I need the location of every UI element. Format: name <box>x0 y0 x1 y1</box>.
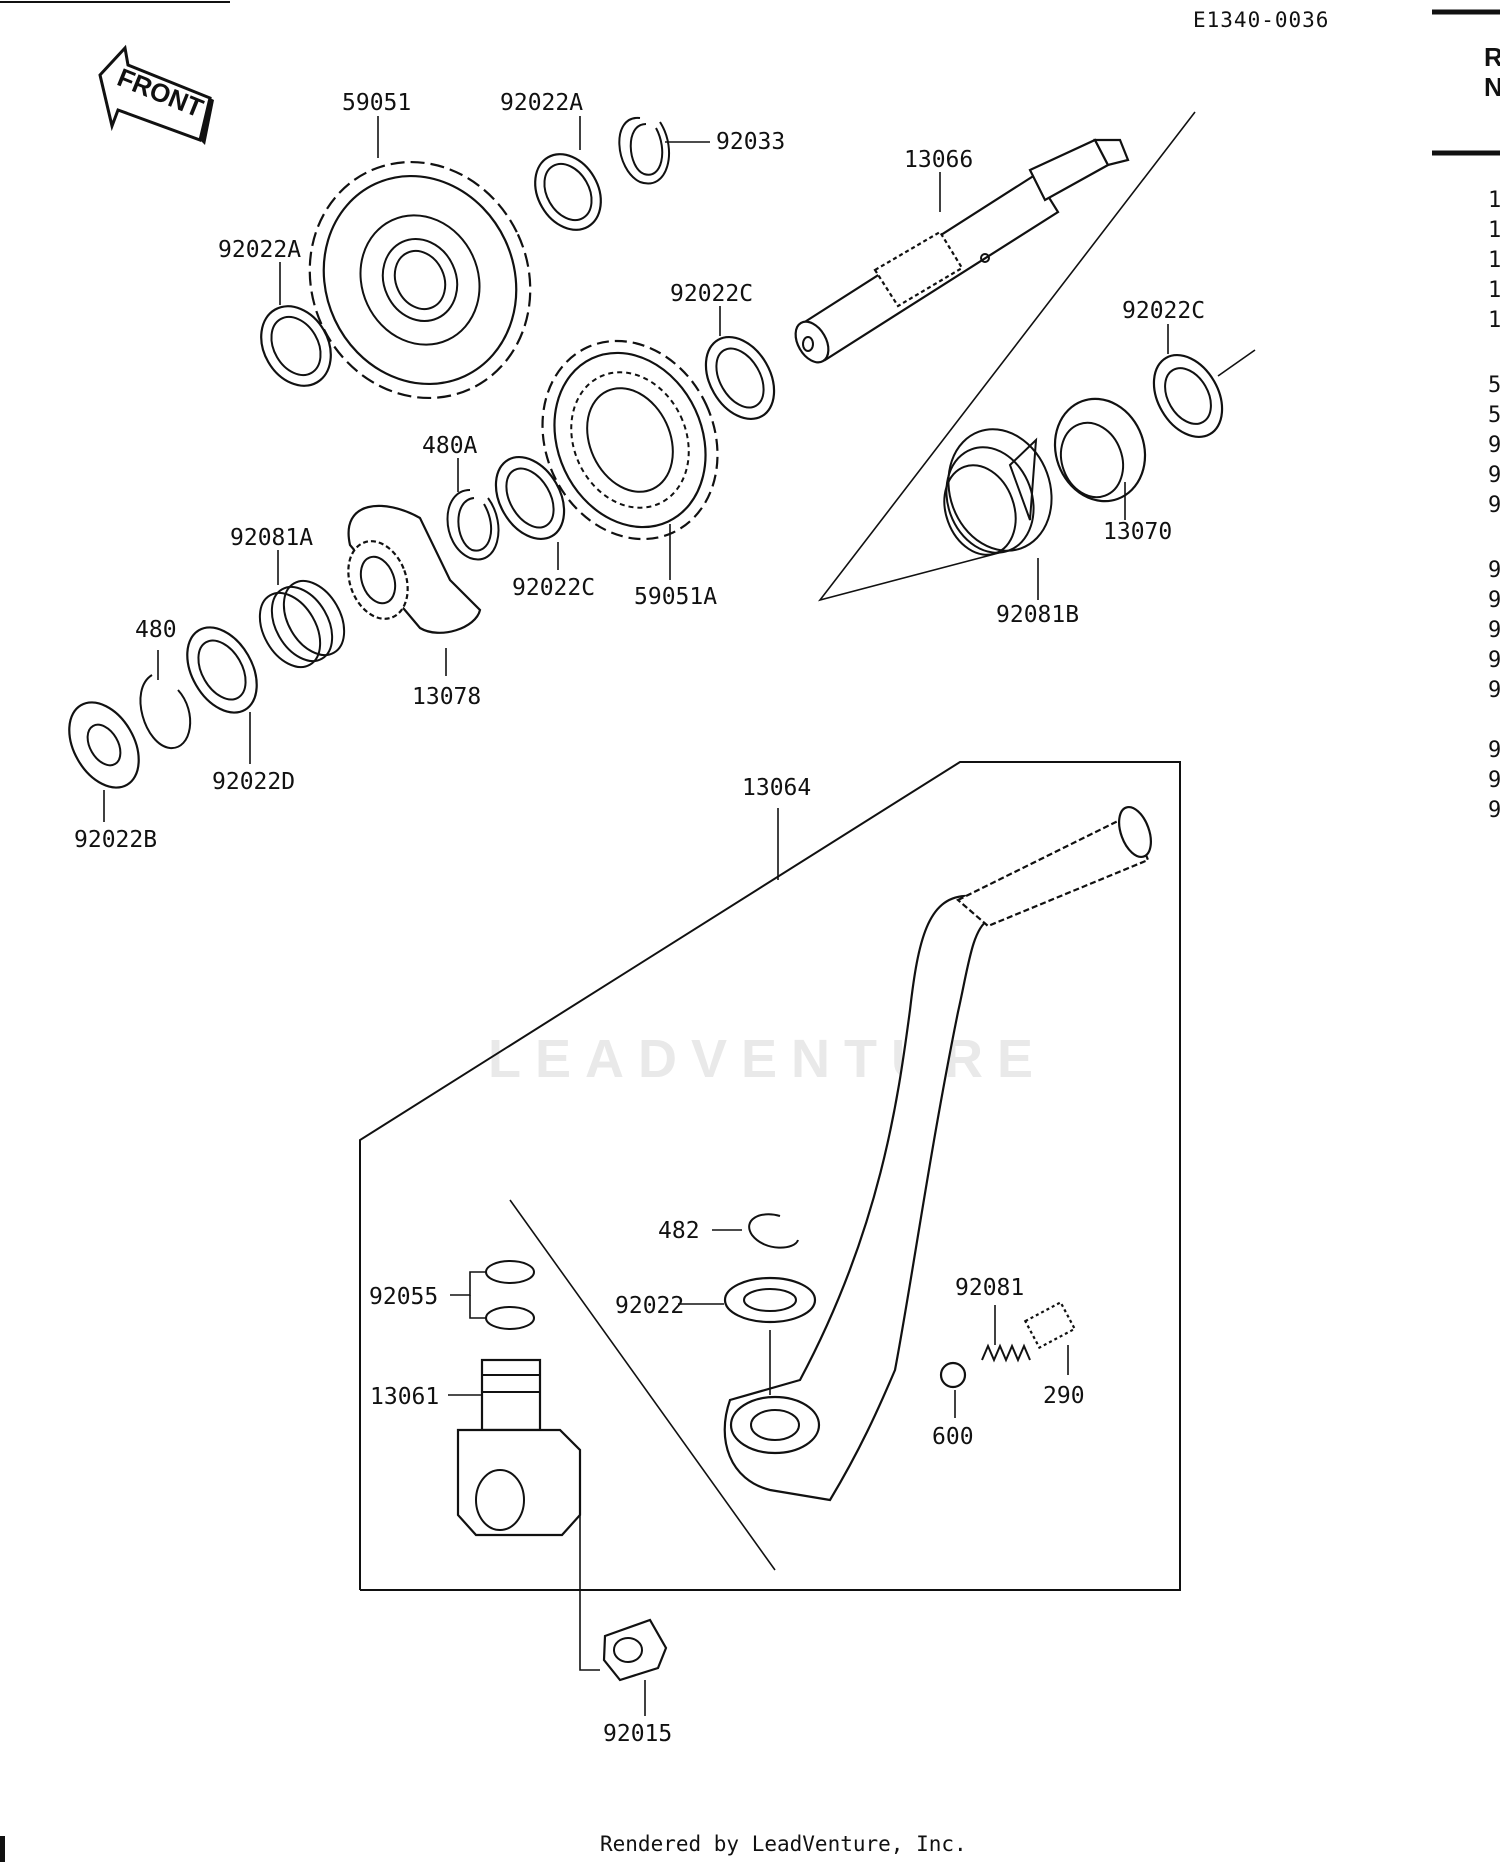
ref-header-line-2: N <box>1484 72 1500 102</box>
washer-92022A-left <box>260 305 332 387</box>
assembly-line-pivot <box>509 1199 776 1571</box>
kick-pedal-13064 <box>723 806 1152 1502</box>
assembly-line-right <box>1217 349 1256 377</box>
spring-92081 <box>981 1343 1031 1363</box>
front-arrow-icon: FRONT <box>98 44 214 145</box>
diagram-code: E1340-0036 <box>1193 8 1330 32</box>
washer-92022 <box>723 1276 817 1324</box>
label-92022: 92022 <box>615 1293 684 1319</box>
label-92022A-top: 92022A <box>500 90 583 116</box>
ref-number: 9 <box>1488 495 1500 517</box>
label-480: 480 <box>135 617 177 643</box>
assembly-line-shaft <box>817 111 1196 602</box>
ref-number: 9 <box>1488 650 1500 672</box>
label-13078: 13078 <box>412 684 481 710</box>
margin-mark <box>0 1836 5 1862</box>
label-13070: 13070 <box>1103 519 1172 545</box>
label-92022C-right: 92022C <box>1122 298 1205 324</box>
ref-number: 5 <box>1488 405 1500 427</box>
label-92081: 92081 <box>955 1275 1024 1301</box>
spring-92081B <box>943 428 1053 556</box>
ref-number: 9 <box>1488 680 1500 702</box>
label-600: 600 <box>932 1424 974 1450</box>
ref-number: 9 <box>1488 740 1500 762</box>
label-13064: 13064 <box>742 775 811 801</box>
label-92022A-left: 92022A <box>218 237 301 263</box>
label-92022C-mid: 92022C <box>670 281 753 307</box>
label-92022C-low: 92022C <box>512 575 595 601</box>
ref-number: 1 <box>1488 190 1500 212</box>
washer-92022A-top <box>534 153 602 231</box>
ratchet-13078 <box>347 504 482 634</box>
ref-number: 9 <box>1488 620 1500 642</box>
label-59051A: 59051A <box>634 584 717 610</box>
ref-number: 9 <box>1488 560 1500 582</box>
washer-92022C-low <box>494 455 566 541</box>
circlip-92033 <box>618 116 671 185</box>
ref-number: 1 <box>1488 310 1500 332</box>
leader-lines <box>103 116 1169 1716</box>
label-482: 482 <box>658 1218 700 1244</box>
assembly-line-nut <box>579 1455 600 1671</box>
screw-290 <box>1023 1300 1077 1350</box>
washer-92022B <box>68 701 140 789</box>
label-480A: 480A <box>422 433 478 459</box>
label-92081B: 92081B <box>996 602 1079 628</box>
ball-600 <box>939 1361 967 1389</box>
ref-number: 9 <box>1488 435 1500 457</box>
ref-number: 1 <box>1488 220 1500 242</box>
pivot-shaft-13061 <box>456 1358 582 1537</box>
ref-header-line-1: R <box>1484 42 1500 72</box>
circlip-480 <box>139 674 192 750</box>
washer-92022C-right <box>1152 353 1224 439</box>
label-92033: 92033 <box>716 129 785 155</box>
ref-number: 9 <box>1488 465 1500 487</box>
label-92022D: 92022D <box>212 769 295 795</box>
label-92055: 92055 <box>369 1284 438 1310</box>
ref-number: 5 <box>1488 375 1500 397</box>
label-13066: 13066 <box>904 147 973 173</box>
label-13061: 13061 <box>370 1384 439 1410</box>
label-59051: 59051 <box>342 90 411 116</box>
ref-column-header: R N <box>1484 42 1500 102</box>
spring-92081A <box>258 580 346 668</box>
ref-number: 9 <box>1488 770 1500 792</box>
kick-pedal-frame <box>359 761 1181 1591</box>
shaft-13066 <box>794 138 1130 364</box>
label-92081A: 92081A <box>230 525 313 551</box>
ref-number: 9 <box>1488 590 1500 612</box>
washer-92022C-mid <box>704 335 776 421</box>
ref-number: 1 <box>1488 280 1500 302</box>
gear-59051 <box>308 160 532 400</box>
label-92015: 92015 <box>603 1721 672 1747</box>
o-rings-92055 <box>485 1260 535 1330</box>
clip-482 <box>748 1213 799 1249</box>
label-92022B: 92022B <box>74 827 157 853</box>
footer-credit: Rendered by LeadVenture, Inc. <box>600 1832 967 1856</box>
ref-number: 1 <box>1488 250 1500 272</box>
circlip-480A <box>446 489 500 561</box>
washer-92022D <box>186 626 258 714</box>
collar-13070 <box>1053 397 1147 503</box>
label-290: 290 <box>1043 1383 1085 1409</box>
nut-92015 <box>602 1618 668 1682</box>
ref-number: 9 <box>1488 800 1500 822</box>
gear-59051A <box>541 339 719 541</box>
